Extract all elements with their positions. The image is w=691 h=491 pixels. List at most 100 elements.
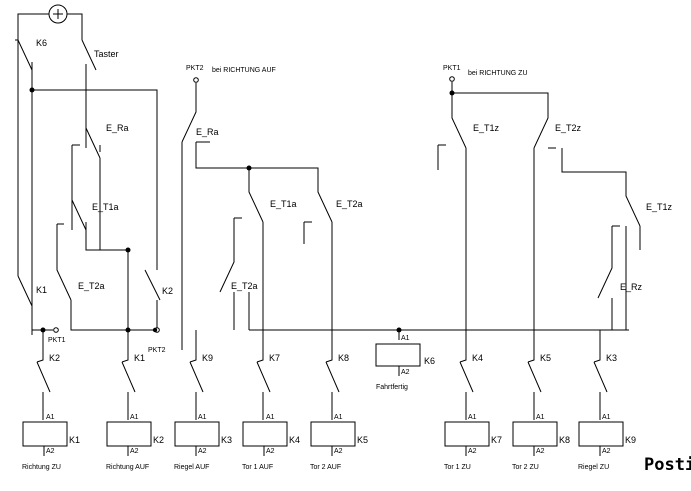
coil-body [22, 421, 68, 447]
coil-a2-label: A2 [468, 448, 477, 455]
e-ra-1-label: E_Ra [106, 123, 129, 133]
k6-top-label: K6 [36, 38, 47, 48]
coil-name: K7 [491, 435, 502, 445]
coil-caption: Riegel ZU [578, 464, 609, 471]
coil-caption: Tor 1 AUF [242, 464, 273, 471]
k1-upper-label: K1 [36, 285, 47, 295]
bei-richtung-auf-label: bei RICHTUNG AUF [212, 67, 276, 74]
interlock-label: K4 [472, 353, 483, 363]
coil-a1-label: A1 [334, 414, 343, 421]
junction-node [29, 87, 35, 93]
pkt1-terminal-top [449, 76, 455, 82]
interlock-label: K2 [49, 353, 60, 363]
interlock-contact: K3 [593, 330, 617, 420]
fahrt-coil-name: K6 [424, 356, 435, 366]
e-t1a-1-label: E_T1a [92, 202, 119, 212]
coil-body [242, 421, 288, 447]
contact-taster: Taster [81, 39, 119, 148]
e-rz-label: E_Rz [620, 282, 643, 292]
coil-a1-label: A1 [536, 414, 545, 421]
e-t1z-label: E_T1z [473, 123, 500, 133]
coil-a2-label: A2 [536, 448, 545, 455]
middle-ladder: PKT2 bei RICHTUNG AUF E_Ra E_T1a E_T2a E… [181, 65, 363, 350]
pkt2-auf-label: PKT2 [186, 65, 204, 72]
coil-name: K9 [625, 435, 636, 445]
interlock-contact: K7 [256, 330, 280, 420]
coil-name: K1 [69, 435, 80, 445]
junction-node [152, 327, 158, 333]
interlock-contact: K9 [189, 330, 213, 420]
interlock-contact: K5 [527, 330, 551, 420]
fahrt-coil-body [375, 343, 421, 367]
coil-caption: Tor 1 ZU [444, 464, 471, 471]
coil-body [444, 421, 490, 447]
fahrt-a2-label: A2 [401, 369, 410, 376]
coil-name: K4 [289, 435, 300, 445]
coil-caption: Tor 2 ZU [512, 464, 539, 471]
pkt1-terminal [53, 327, 59, 333]
coil-a1-label: A1 [130, 414, 139, 421]
interlock-label: K3 [606, 353, 617, 363]
wire-top-bus [32, 89, 158, 270]
bei-richtung-zu-label: bei RICHTUNG ZU [468, 70, 528, 77]
k2-upper-label: K2 [162, 286, 173, 296]
pkt2-small-label: PKT2 [148, 347, 166, 354]
interlock-contact: K2 [36, 330, 60, 420]
coil-a1-label: A1 [198, 414, 207, 421]
coil-fahrtfertig: A1 K6 A2 Fahrtfertig [375, 335, 435, 391]
coil-name: K2 [153, 435, 164, 445]
coil-a1-label: A1 [602, 414, 611, 421]
coil-a2-label: A2 [334, 448, 343, 455]
supply-wires [17, 13, 83, 40]
pkt2-terminal-top [193, 77, 199, 83]
coil-caption: Richtung ZU [22, 464, 61, 471]
e-t2a-2-label: E_T2a [336, 199, 363, 209]
coil-caption: Riegel AUF [174, 464, 209, 471]
coil-body [512, 421, 558, 447]
signature-text: Posti [644, 455, 691, 475]
right-ladder: PKT1 bei RICHTUNG ZU E_T1z E_T2z E_T1z E… [437, 65, 673, 330]
interlock-contact: K4 [459, 330, 483, 420]
coil-caption: Tor 2 AUF [310, 464, 341, 471]
fahrt-a1-label: A1 [401, 335, 410, 342]
left-ladder: E_Ra E_T1a K1 E_T2a K2 PKT2 PKT1 [17, 40, 173, 354]
coil-body [578, 421, 624, 447]
interlock-label: K5 [540, 353, 551, 363]
coil-a2-label: A2 [46, 448, 55, 455]
coil-name: K3 [221, 435, 232, 445]
coil-a2-label: A2 [602, 448, 611, 455]
interlock-label: K8 [338, 353, 349, 363]
coil-name: K5 [357, 435, 368, 445]
e-t2a-3-label: E_T2a [231, 281, 258, 291]
coil-name: K8 [559, 435, 570, 445]
coil-a2-label: A2 [130, 448, 139, 455]
plus-icon [53, 9, 63, 19]
coil-a1-label: A1 [46, 414, 55, 421]
coil-a1-label: A1 [266, 414, 275, 421]
e-ra-2-label: E_Ra [196, 127, 219, 137]
coil-body [106, 421, 152, 447]
e-t2a-1-label: E_T2a [78, 281, 105, 291]
interlock-contact: K8 [325, 330, 349, 420]
taster-label: Taster [94, 49, 119, 59]
interlock-contacts: K2 K1 K9 K7 K8 K4 K5 K3 [36, 330, 617, 420]
coil-a2-label: A2 [266, 448, 275, 455]
coil-caption: Richtung AUF [106, 464, 149, 471]
interlock-label: K9 [202, 353, 213, 363]
fahrt-caption: Fahrtfertig [376, 384, 408, 391]
supply-source [17, 4, 83, 40]
coil-a1-label: A1 [468, 414, 477, 421]
coil-a2-label: A2 [198, 448, 207, 455]
coil-body [310, 421, 356, 447]
interlock-label: K1 [134, 353, 145, 363]
